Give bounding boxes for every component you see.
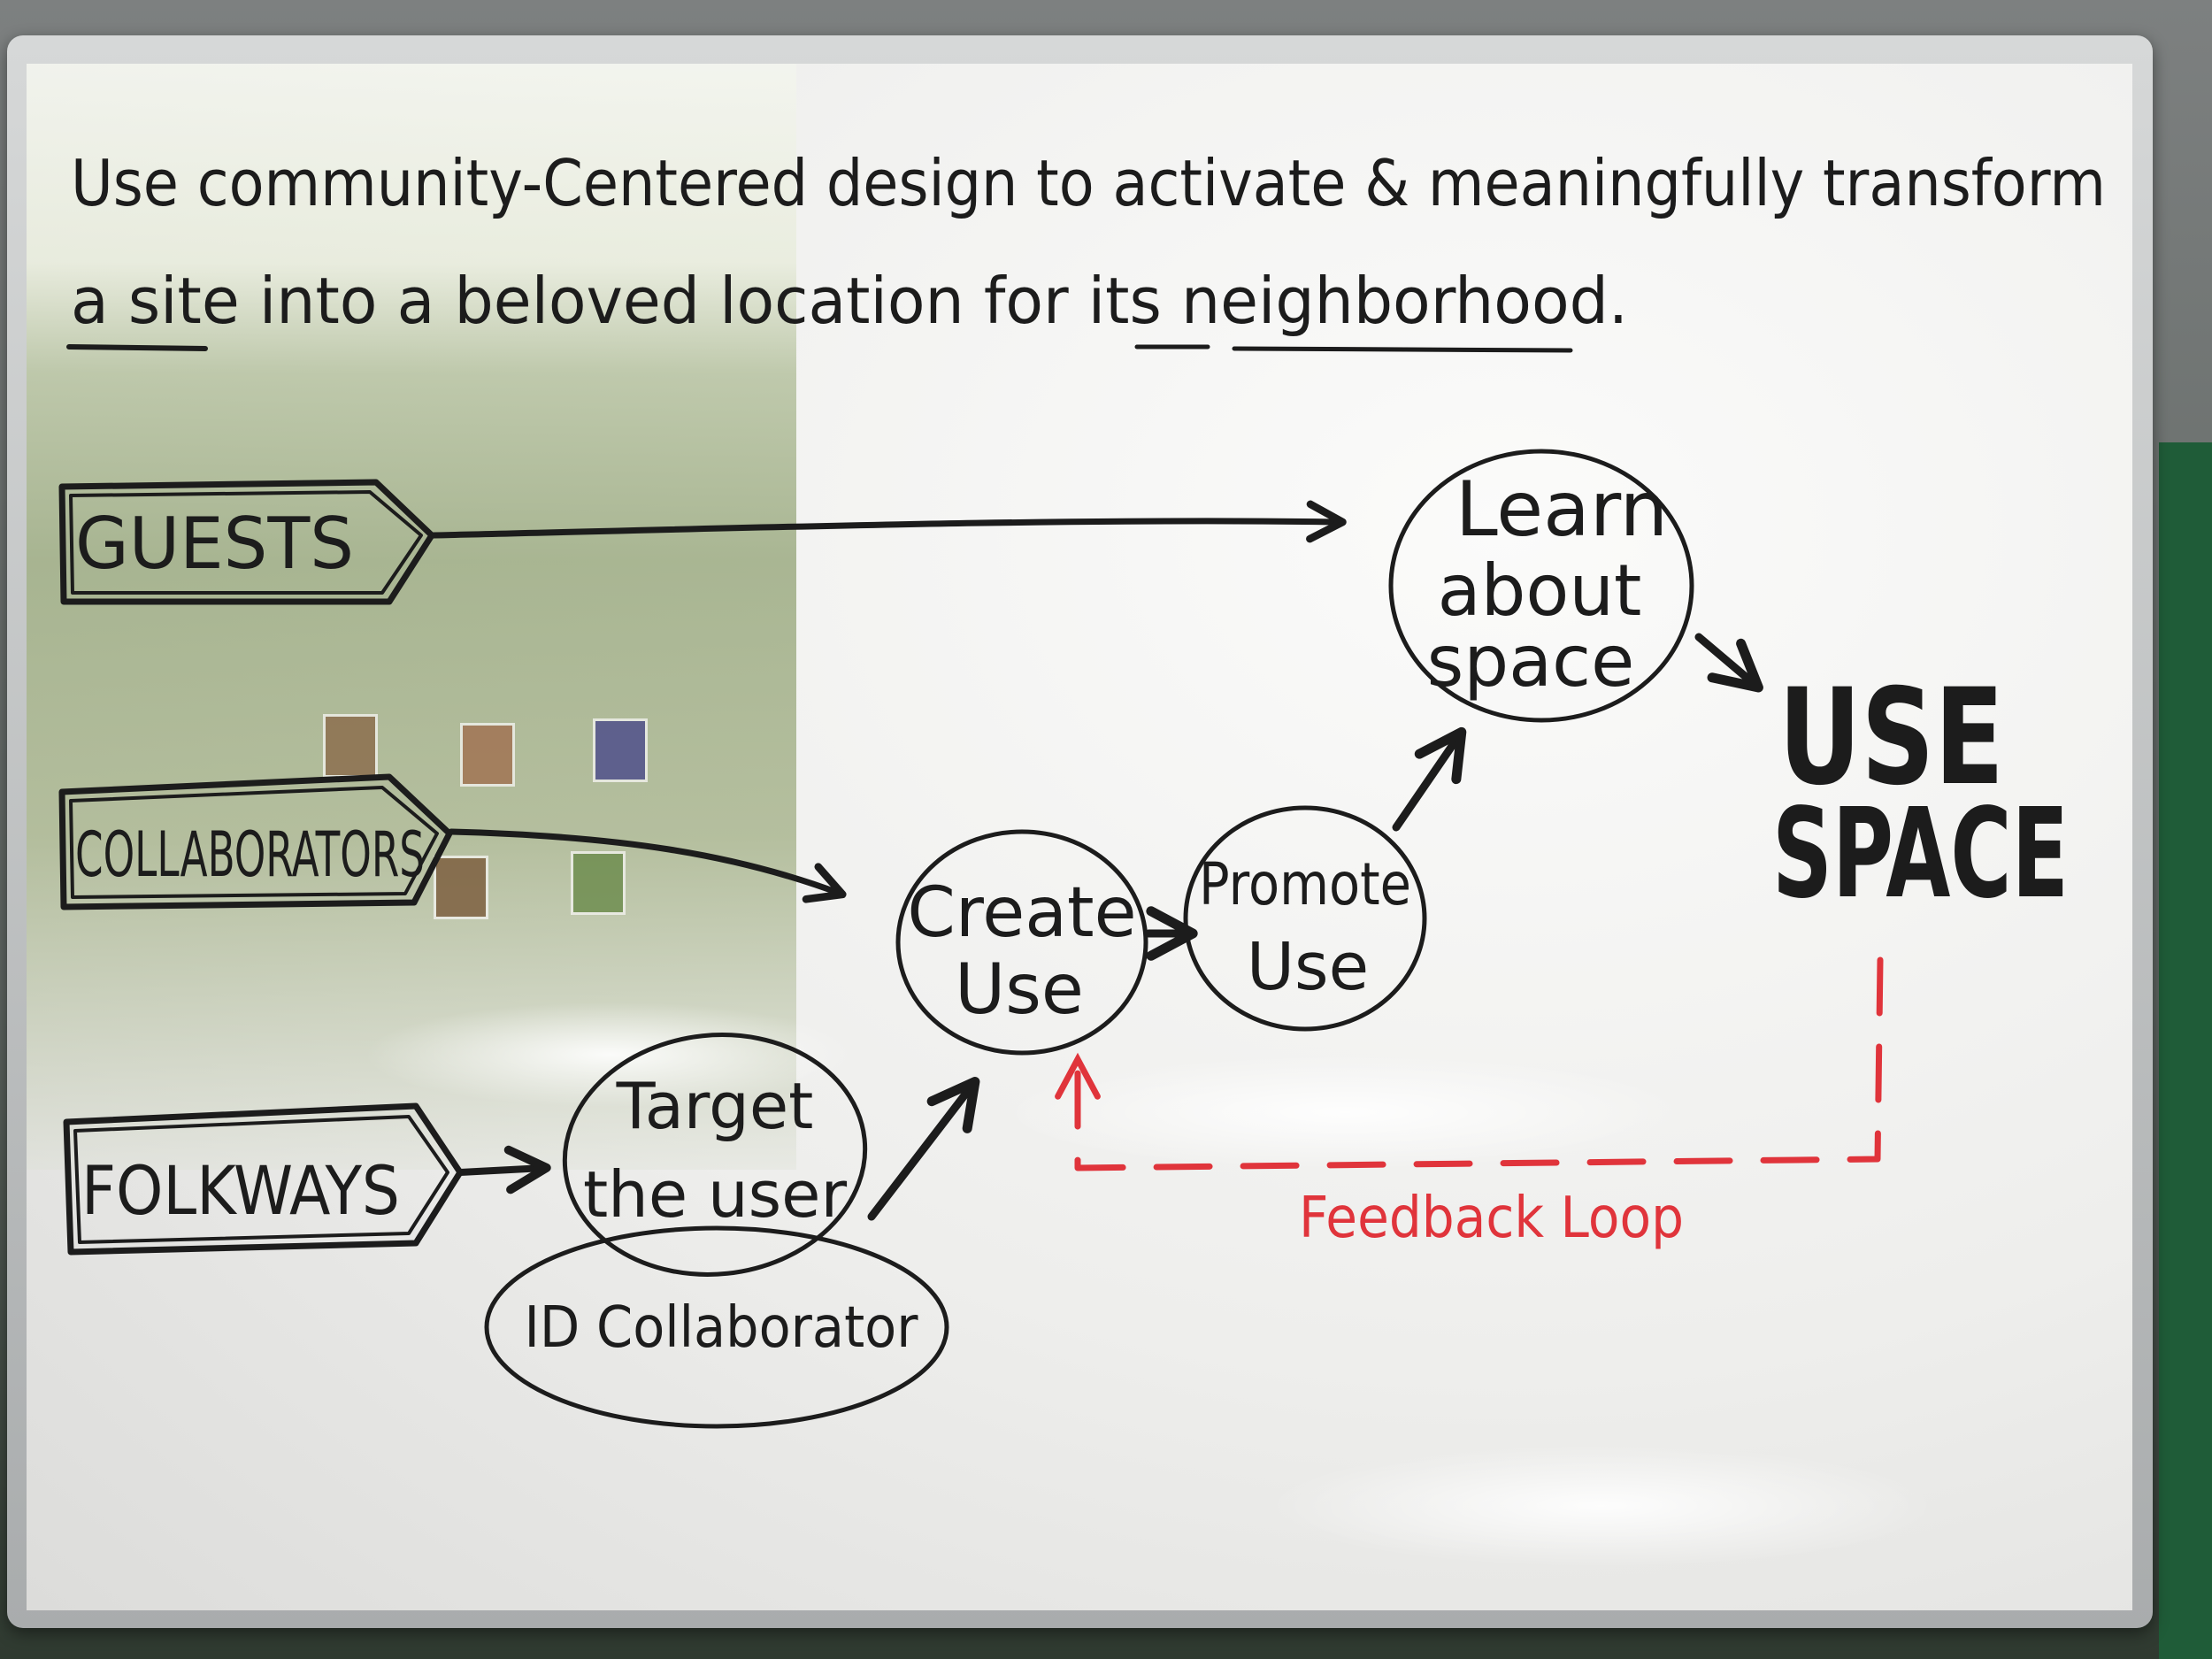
whiteboard bbox=[27, 64, 2132, 1610]
source-folkways-label: FOLKWAYS bbox=[81, 1151, 400, 1230]
node-target-user: Target the user bbox=[562, 1033, 868, 1277]
source-collaborators: COLLABORATORS bbox=[58, 773, 453, 910]
source-guests: GUESTS bbox=[58, 479, 435, 605]
feedback-loop: Feedback Loop bbox=[1055, 956, 1884, 1251]
projected-desktop-glare bbox=[27, 64, 796, 1170]
source-collaborators-label: COLLABORATORS bbox=[75, 818, 425, 891]
arrow-learn-to-use-space bbox=[1694, 633, 1763, 693]
light-glare bbox=[1265, 1444, 1938, 1568]
projected-thumbnail bbox=[571, 851, 626, 915]
node-target-user-line-2: the user bbox=[583, 1157, 847, 1232]
node-id-collaborator: ID Collaborator bbox=[484, 1225, 949, 1429]
underline-neighborhood bbox=[1232, 346, 1573, 353]
arrow-target-to-create bbox=[867, 1076, 980, 1221]
node-learn-about-space: Learn about space bbox=[1388, 449, 1694, 723]
source-guests-label: GUESTS bbox=[75, 503, 354, 585]
feedback-loop-label: Feedback Loop bbox=[1299, 1186, 1684, 1251]
source-folkways: FOLKWAYS bbox=[63, 1102, 464, 1256]
projected-thumbnail bbox=[323, 714, 378, 778]
underline-a-site bbox=[66, 344, 208, 351]
arrow-promote-to-learn bbox=[1392, 726, 1467, 832]
node-promote-use: Promote Use bbox=[1183, 805, 1427, 1032]
arrow-collaborators-to-create bbox=[448, 828, 847, 903]
title-line-2: a site into a beloved location for its n… bbox=[71, 264, 1628, 338]
title-line-1: Use community-Centered design to activat… bbox=[71, 146, 2106, 220]
light-glare bbox=[1000, 1055, 1690, 1170]
node-promote-use-line-1: Promote bbox=[1199, 850, 1411, 918]
light-glare bbox=[363, 1002, 858, 1108]
green-wall-edge bbox=[2159, 442, 2212, 1659]
node-target-user-line-1: Target bbox=[616, 1069, 814, 1143]
outcome-line-1: USE bbox=[1778, 661, 2004, 815]
projected-thumbnail bbox=[434, 856, 488, 919]
node-learn-line-1: Learn bbox=[1455, 465, 1668, 554]
node-promote-use-line-2: Use bbox=[1247, 929, 1369, 1005]
projected-thumbnail bbox=[460, 723, 515, 787]
arrow-guests-to-learn bbox=[430, 500, 1347, 543]
node-learn-line-2: about bbox=[1438, 549, 1642, 632]
node-learn-line-3: space bbox=[1427, 620, 1635, 703]
outcome-line-2: SPACE bbox=[1772, 782, 2069, 926]
node-id-collaborator-label: ID Collaborator bbox=[525, 1295, 919, 1361]
node-create-use-line-2: Use bbox=[955, 950, 1084, 1030]
projected-thumbnail bbox=[593, 718, 648, 782]
arrow-folkways-to-target bbox=[457, 1145, 551, 1194]
node-create-use-line-1: Create bbox=[907, 873, 1136, 953]
outcome-use-space: USE SPACE bbox=[1772, 661, 2069, 926]
node-create-use: Create Use bbox=[895, 829, 1148, 1056]
